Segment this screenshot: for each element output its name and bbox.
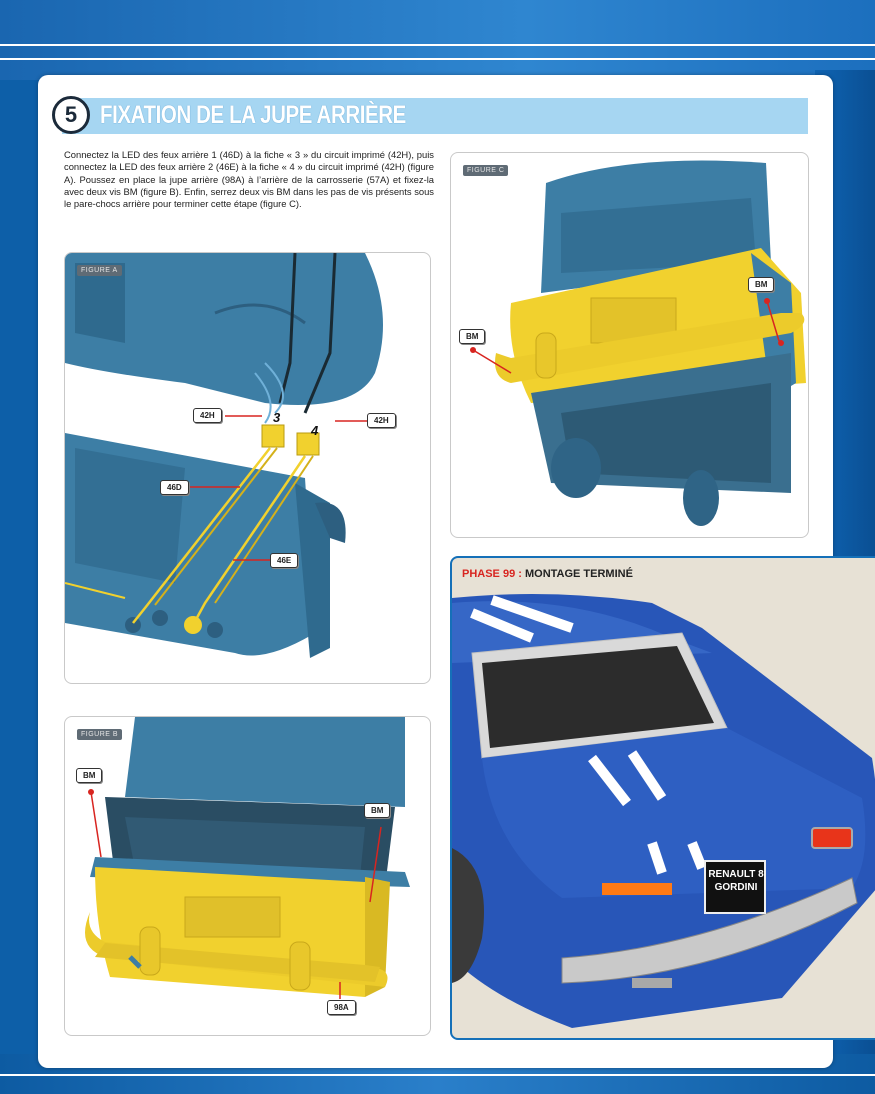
figure-a-tag: FIGURE A: [77, 265, 122, 276]
footer-stripe: [0, 1074, 875, 1076]
phase-title: PHASE 99 : MONTAGE TERMINÉ: [462, 568, 633, 580]
callout-42h-left: 42H: [193, 408, 222, 423]
phase-panel: PHASE 99 : MONTAGE TERMINÉ RENAULT 8 GOR…: [450, 556, 875, 1040]
plug-number-3: 3: [273, 410, 281, 425]
figure-c: FIGURE C BM BM: [450, 152, 809, 538]
figure-b-tag: FIGURE B: [77, 729, 123, 740]
callout-bm-right: BM: [748, 277, 775, 292]
intro-paragraph: Connectez la LED des feux arrière 1 (46D…: [64, 149, 434, 210]
figure-a-illustration: [65, 253, 383, 658]
figure-b: FIGURE B BM BM 98A: [64, 716, 431, 1036]
callout-bm-left: BM: [459, 329, 486, 344]
figure-a: FIGURE A 42H 42H 46D 46E 3 4: [64, 252, 431, 684]
plate-line-1: RENAULT 8: [708, 869, 764, 880]
header-stripe: [0, 58, 875, 60]
callout-46e: 46E: [270, 553, 299, 568]
figure-c-tag: FIGURE C: [463, 165, 509, 176]
callout-bm-right: BM: [364, 803, 391, 818]
callout-42h-right: 42H: [367, 413, 396, 428]
plate-line-2: GORDINI: [714, 882, 758, 893]
figure-b-illustration: [85, 717, 410, 999]
figure-c-illustration: [470, 160, 806, 526]
callout-46d: 46D: [160, 480, 189, 495]
header-stripe: [0, 44, 875, 46]
callout-bm-left: BM: [76, 768, 103, 783]
step-title: FIXATION DE LA JUPE ARRIÈRE: [100, 101, 406, 129]
callout-98a: 98A: [327, 1000, 356, 1015]
plug-number-4: 4: [311, 423, 319, 438]
finished-car-illustration: [452, 594, 875, 1028]
header-background: [0, 0, 875, 80]
phase-number: PHASE 99 :: [462, 568, 522, 580]
step-number: 5: [52, 96, 90, 134]
license-plate: RENAULT 8 GORDINI: [708, 868, 764, 894]
phase-status: MONTAGE TERMINÉ: [521, 568, 633, 580]
title-bar: [62, 98, 808, 134]
